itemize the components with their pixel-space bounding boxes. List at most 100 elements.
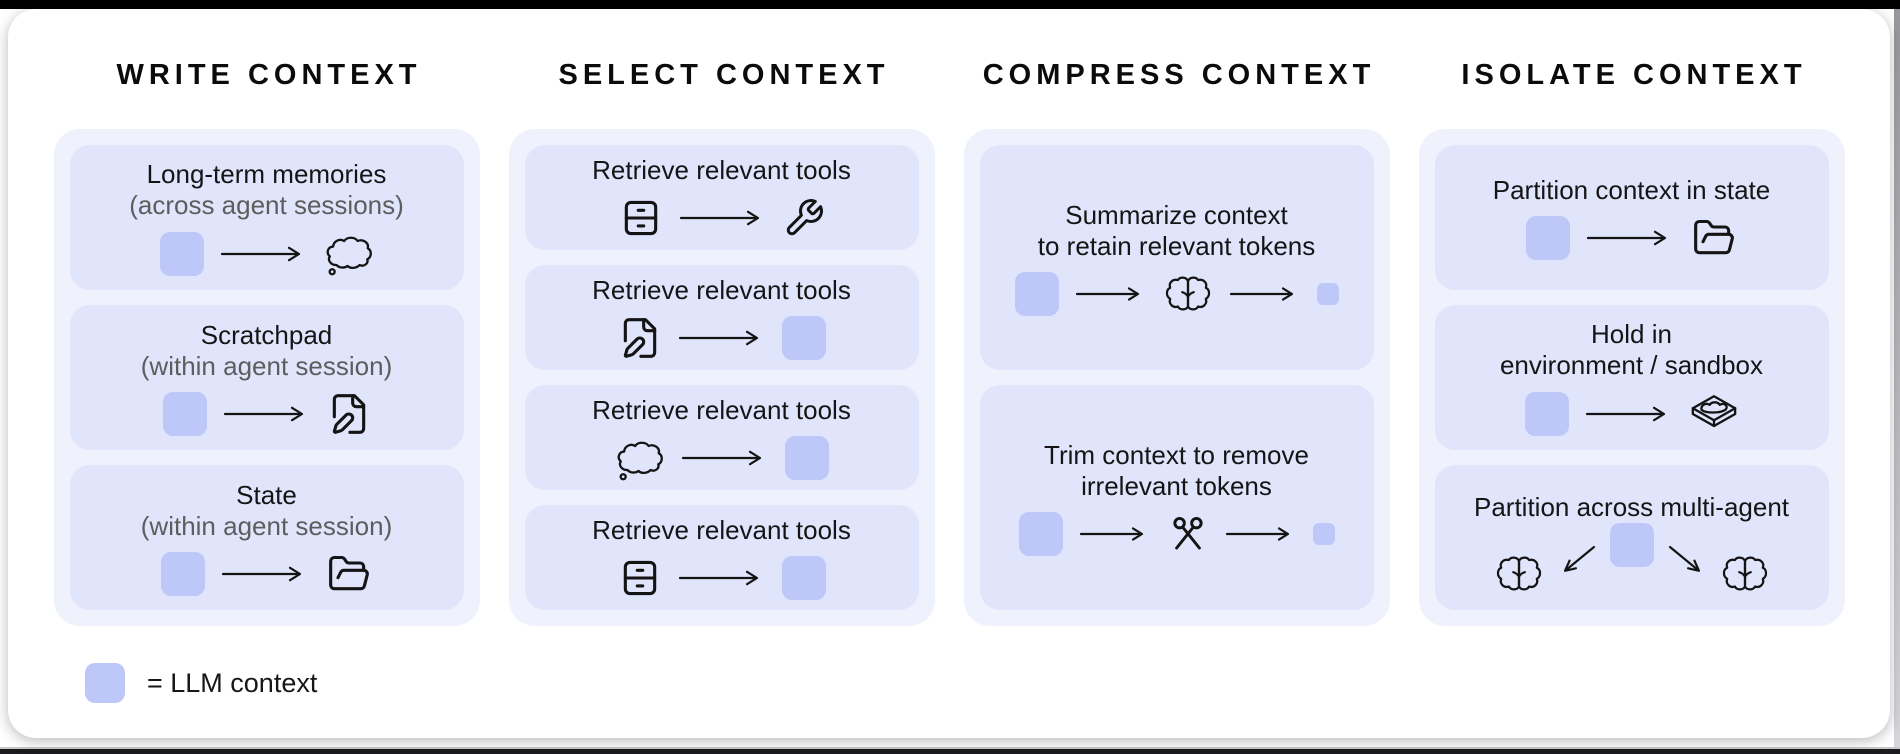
column-header-write: WRITE CONTEXT	[116, 58, 422, 91]
card: Long-term memories(across agent sessions…	[69, 145, 464, 290]
file-pen-icon	[618, 316, 662, 360]
flow-arrow-icon	[1229, 285, 1301, 303]
card-title: Summarize context to retain relevant tok…	[1037, 199, 1316, 261]
sandbox-icon	[1689, 391, 1739, 436]
column-header-isolate: ISOLATE CONTEXT	[1461, 58, 1807, 91]
card: Retrieve relevant tools	[524, 505, 919, 610]
flow-row	[1524, 391, 1739, 436]
llm-context-square	[781, 556, 826, 600]
column-header-select: SELECT CONTEXT	[558, 58, 890, 91]
flow-row	[1014, 271, 1339, 316]
card-subtitle: (within agent session)	[140, 350, 393, 381]
card: Partition context in state	[1434, 145, 1829, 290]
card: Partition across multi-agent	[1434, 465, 1829, 610]
top-border-bar	[0, 0, 1900, 9]
flow-arrow-down-left-icon	[1557, 544, 1597, 578]
card-title: Scratchpad	[200, 319, 333, 350]
llm-context-square	[1524, 391, 1569, 436]
llm-context-square	[784, 436, 829, 480]
flow-arrow-icon	[223, 405, 311, 423]
column-header-compress: COMPRESS CONTEXT	[982, 58, 1376, 91]
flow-arrow-icon	[1586, 229, 1674, 247]
brain-icon	[1163, 273, 1213, 314]
llm-context-square	[1014, 271, 1059, 316]
scissors-icon	[1167, 513, 1209, 555]
flow-row	[1018, 511, 1335, 556]
flow-arrow-icon	[678, 329, 766, 347]
flow-arrow-icon	[1585, 405, 1673, 423]
flow-row	[159, 231, 374, 276]
flow-arrow-icon	[1079, 525, 1151, 543]
legend: = LLM context	[85, 663, 317, 703]
flow-row	[618, 556, 826, 600]
file-pen-icon	[327, 392, 371, 436]
card-title: Retrieve relevant tools	[592, 155, 851, 185]
card-title: Retrieve relevant tools	[592, 515, 851, 545]
card: Hold in environment / sandbox	[1434, 305, 1829, 450]
card-title: Trim context to remove irrelevant tokens	[1044, 439, 1309, 501]
panel-write: Long-term memories(across agent sessions…	[53, 129, 480, 626]
column-compress: COMPRESS CONTEXT Summarize context to ret…	[963, 53, 1390, 626]
cloud-icon	[324, 231, 374, 276]
flow-arrow-icon	[1225, 525, 1297, 543]
llm-context-square	[160, 551, 205, 596]
folder-open-icon	[1690, 216, 1738, 260]
card-title: Long-term memories	[146, 159, 387, 189]
llm-context-square	[1018, 511, 1063, 556]
archive-icon	[618, 556, 662, 600]
legend-label: = LLM context	[147, 667, 318, 698]
flow-arrow-icon	[678, 569, 766, 587]
llm-context-square	[85, 663, 125, 703]
flow-row	[162, 391, 371, 436]
card-title: Hold in environment / sandbox	[1499, 319, 1764, 380]
card: Retrieve relevant tools	[524, 145, 919, 250]
card-subtitle: (within agent session)	[140, 510, 393, 541]
llm-context-square	[1609, 523, 1654, 567]
diagram-canvas: WRITE CONTEXT Long-term memories(across a…	[8, 9, 1890, 738]
card: Retrieve relevant tools	[524, 385, 919, 490]
card: Trim context to remove irrelevant tokens	[979, 385, 1374, 610]
llm-context-square	[1525, 216, 1570, 260]
brain-icon	[1494, 553, 1544, 594]
flow-arrow-icon	[220, 245, 308, 263]
flow-arrow-down-right-icon	[1667, 544, 1707, 578]
flow-row	[1494, 523, 1770, 590]
llm-context-square-small	[1312, 522, 1335, 545]
column-write: WRITE CONTEXT Long-term memories(across a…	[53, 53, 480, 626]
flow-arrow-icon	[221, 565, 309, 583]
column-isolate: ISOLATE CONTEXT Partition context in stat…	[1418, 53, 1845, 626]
flow-row	[1525, 216, 1738, 260]
llm-context-square	[162, 391, 207, 436]
card: Scratchpad(within agent session)	[69, 305, 464, 450]
panel-compress: Summarize context to retain relevant tok…	[963, 129, 1390, 626]
folder-open-icon	[325, 552, 373, 596]
llm-context-square	[781, 316, 826, 360]
brain-icon	[1720, 553, 1770, 594]
card-title: Retrieve relevant tools	[592, 394, 851, 425]
archive-icon	[619, 196, 663, 240]
flow-arrow-icon	[679, 209, 767, 227]
card: State(within agent session)	[69, 465, 464, 610]
bottom-border-line	[0, 747, 1900, 749]
card-title: Retrieve relevant tools	[592, 275, 851, 305]
card: Summarize context to retain relevant tok…	[979, 145, 1374, 370]
flow-row	[619, 196, 825, 240]
flow-arrow-icon	[1075, 285, 1147, 303]
card-title: Partition across multi-agent	[1473, 492, 1790, 522]
llm-context-square-small	[1316, 282, 1339, 305]
llm-context-square	[159, 231, 204, 276]
columns-container: WRITE CONTEXT Long-term memories(across a…	[8, 9, 1890, 626]
wrench-icon	[783, 197, 825, 239]
flow-arrow-icon	[681, 449, 769, 467]
cloud-icon	[615, 436, 665, 481]
card-subtitle: (across agent sessions)	[129, 190, 404, 220]
card-title: Partition context in state	[1492, 175, 1771, 205]
flow-row	[618, 316, 826, 360]
flow-row	[160, 551, 373, 596]
bottom-border-bar	[0, 749, 1900, 754]
right-edge-scroll-shadow	[1894, 9, 1900, 747]
card-title: State	[236, 479, 297, 510]
